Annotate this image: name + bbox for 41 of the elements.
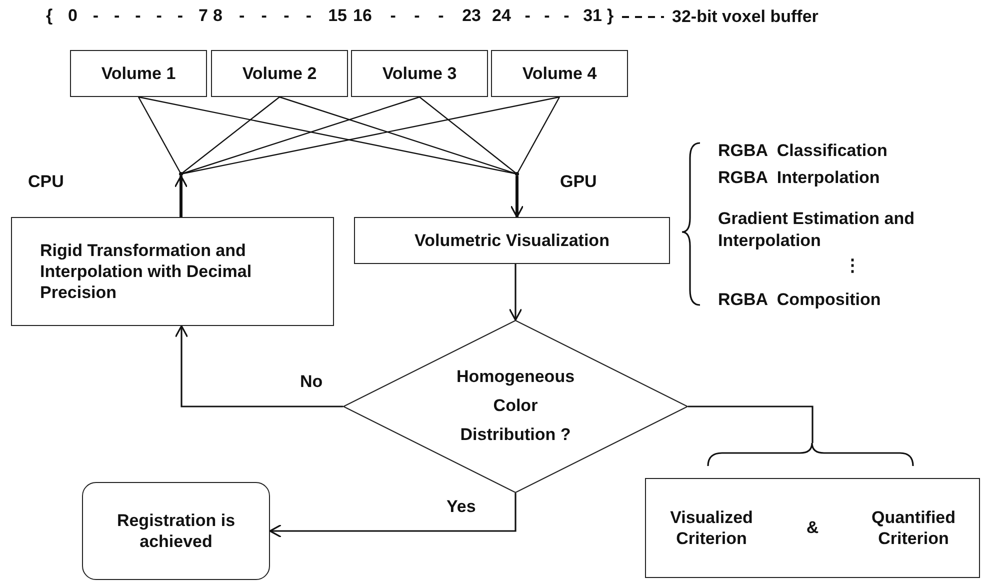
node-text: Volume 1 (101, 62, 176, 84)
process-box (211, 50, 348, 97)
node-text: Volume 4 (522, 62, 597, 84)
junction-point (179, 172, 183, 176)
bit-range-label: 24 - - - 31 (492, 6, 602, 26)
process-box (491, 50, 628, 97)
terminal-box (82, 482, 270, 580)
arrow (508, 264, 522, 321)
node-text: Volumetric Visualization (414, 230, 610, 252)
node-text: Quantified Criterion (870, 506, 957, 550)
node-text: & (806, 517, 819, 539)
node-text: Homogeneous Color Distribution ? (455, 366, 576, 446)
processor-label: GPU (560, 172, 597, 192)
bit-range-label: 8 - - - - 15 (213, 6, 347, 26)
brace-text: { (46, 6, 53, 26)
process-box (351, 50, 488, 97)
step-label: Gradient Estimation and Interpolation (718, 208, 916, 252)
bit-range-label: 16 - - - 23 (353, 6, 481, 26)
node-text: Volume 2 (242, 62, 317, 84)
process-box (354, 217, 670, 264)
processor-label: CPU (28, 172, 64, 192)
junction-point (515, 172, 519, 176)
brace-text: } (607, 6, 614, 26)
arrow (174, 175, 188, 217)
arrow (510, 176, 524, 218)
node-text: Registration is achieved (116, 510, 236, 552)
step-label: RGBA Classification (718, 141, 888, 162)
node-text: Volume 3 (382, 62, 457, 84)
step-label: RGBA Interpolation (718, 168, 880, 188)
step-label: RGBA Composition (718, 290, 881, 310)
process-box (645, 478, 980, 578)
buffer-label: 32-bit voxel buffer (672, 7, 818, 28)
process-box (70, 50, 207, 97)
arrow (269, 493, 516, 538)
node-text: Visualized Criterion (669, 506, 754, 550)
node-text: Rigid Transformation and Interpolation with Decimal Precision (40, 240, 253, 304)
process-box (11, 217, 334, 326)
bit-range-label: 0 - - - - - 7 (68, 6, 208, 26)
decision-diamond (343, 320, 688, 493)
ellipsis-mark: ⋮ (844, 256, 861, 276)
arrow (174, 325, 343, 408)
